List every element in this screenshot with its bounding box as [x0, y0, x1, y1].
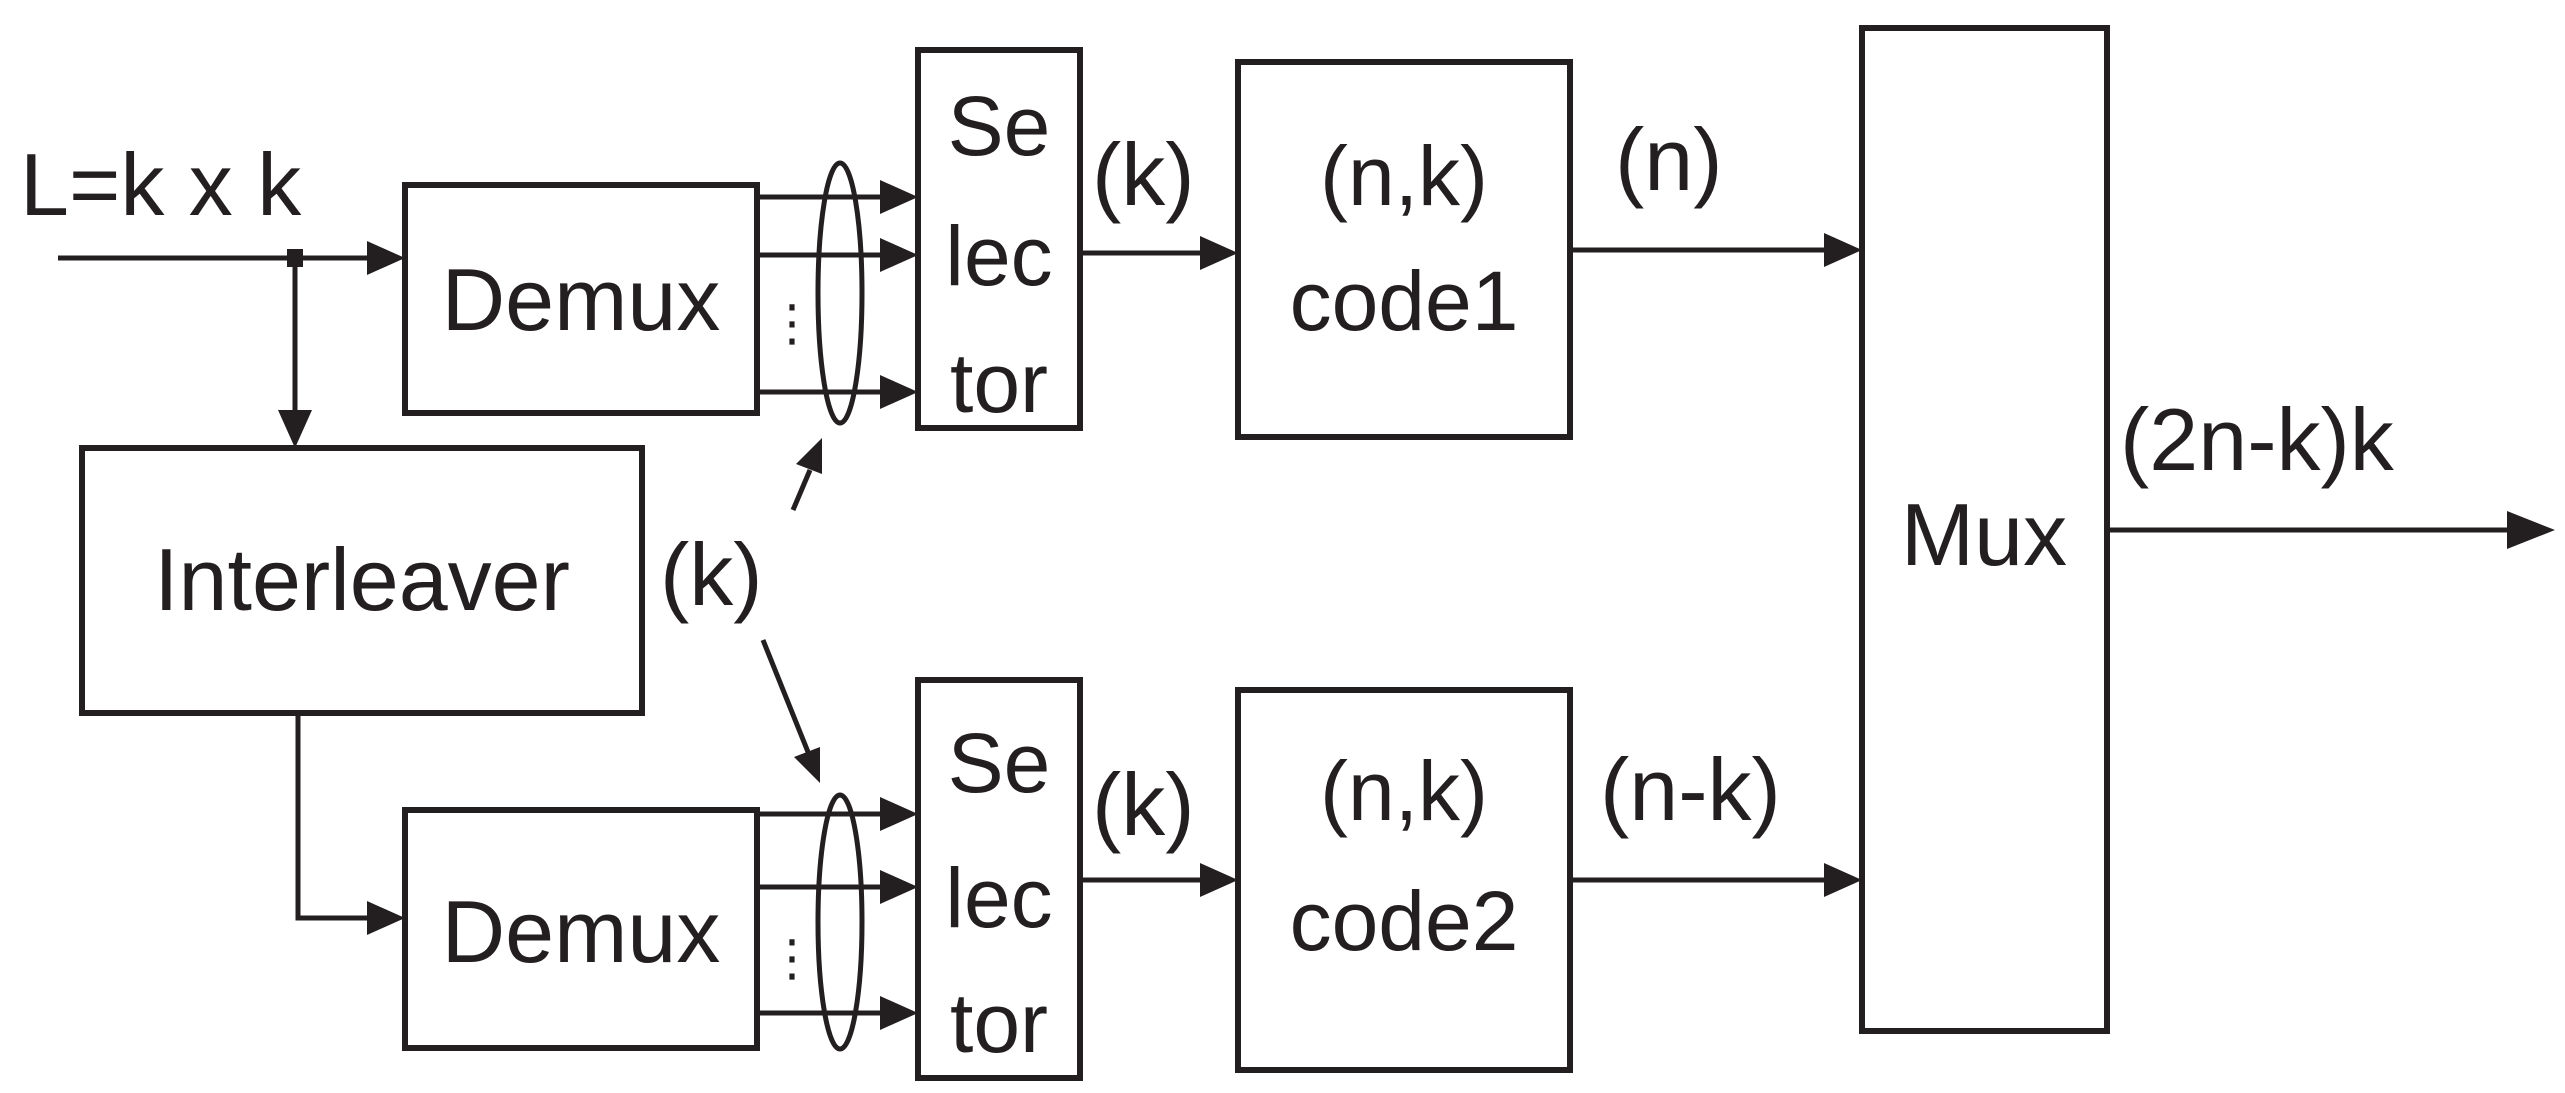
- code1-to-mux-wire: [1570, 233, 1862, 267]
- code1-block: (n,k) code1: [1235, 59, 1573, 440]
- input-wire: [58, 241, 405, 275]
- interleaver-label: Interleaver: [154, 530, 570, 629]
- demux-top-label: Demux: [442, 250, 721, 349]
- selector-top-out-label: (k): [1092, 125, 1195, 224]
- tap-to-interleaver-wire: [278, 258, 312, 448]
- selector-top-line-1: Se: [948, 79, 1051, 173]
- interleaver-block: Interleaver: [79, 445, 645, 716]
- selector-bottom-out-label: (k): [1092, 755, 1195, 854]
- selector-top-to-code1-wire: [1080, 236, 1238, 270]
- demux-bottom-block: Demux: [402, 807, 760, 1051]
- code2-line-1: (n,k): [1320, 744, 1488, 838]
- code2-block: (n,k) code2: [1235, 687, 1573, 1073]
- interleaver-to-selector-bottom-arrow: [760, 639, 820, 783]
- code1-line-2: code1: [1290, 254, 1519, 348]
- demux-bottom-ellipsis: ⋮: [767, 930, 817, 986]
- interleaver-out-label: (k): [660, 525, 763, 624]
- selector-top-line-2: lec: [945, 209, 1052, 303]
- demux-top-ellipsis: ⋮: [767, 295, 817, 351]
- selector-bottom-line-3: tor: [950, 976, 1048, 1070]
- interleaver-to-demux-bottom-wire: [295, 713, 405, 935]
- selector-bottom-block: Se lec tor: [915, 677, 1083, 1081]
- selector-top-block: Se lec tor: [915, 47, 1083, 431]
- demux-bottom-output-1: [757, 797, 918, 831]
- demux-bottom-label: Demux: [442, 882, 721, 981]
- demux-top-bus-bundle: [815, 160, 865, 426]
- demux-top-output-2: [757, 238, 918, 272]
- input-label: L=k x k: [20, 135, 302, 234]
- mux-label: Mux: [1901, 485, 2067, 584]
- code2-line-2: code2: [1290, 874, 1519, 968]
- demux-bottom-output-2: [757, 870, 918, 904]
- demux-top-output-3: [757, 375, 918, 409]
- interleaver-to-selector-top-arrow: [790, 438, 822, 511]
- selector-bottom-line-2: lec: [945, 851, 1052, 945]
- demux-top-block: Demux: [402, 182, 760, 416]
- selector-top-line-3: tor: [950, 336, 1048, 430]
- demux-top-output-1: [757, 180, 918, 214]
- mux-block: Mux: [1859, 25, 2110, 1034]
- demux-bottom-output-3: [757, 996, 918, 1030]
- output-label: (2n-k)k: [2120, 390, 2395, 489]
- demux-bottom-bus-bundle: [815, 792, 865, 1052]
- code2-out-label: (n-k): [1600, 740, 1781, 839]
- code1-out-label: (n): [1615, 110, 1723, 209]
- code2-to-mux-wire: [1570, 863, 1862, 897]
- selector-bottom-line-1: Se: [948, 716, 1051, 810]
- mux-output-wire: [2107, 511, 2555, 549]
- selector-bottom-to-code2-wire: [1080, 863, 1238, 897]
- code1-line-1: (n,k): [1320, 129, 1488, 223]
